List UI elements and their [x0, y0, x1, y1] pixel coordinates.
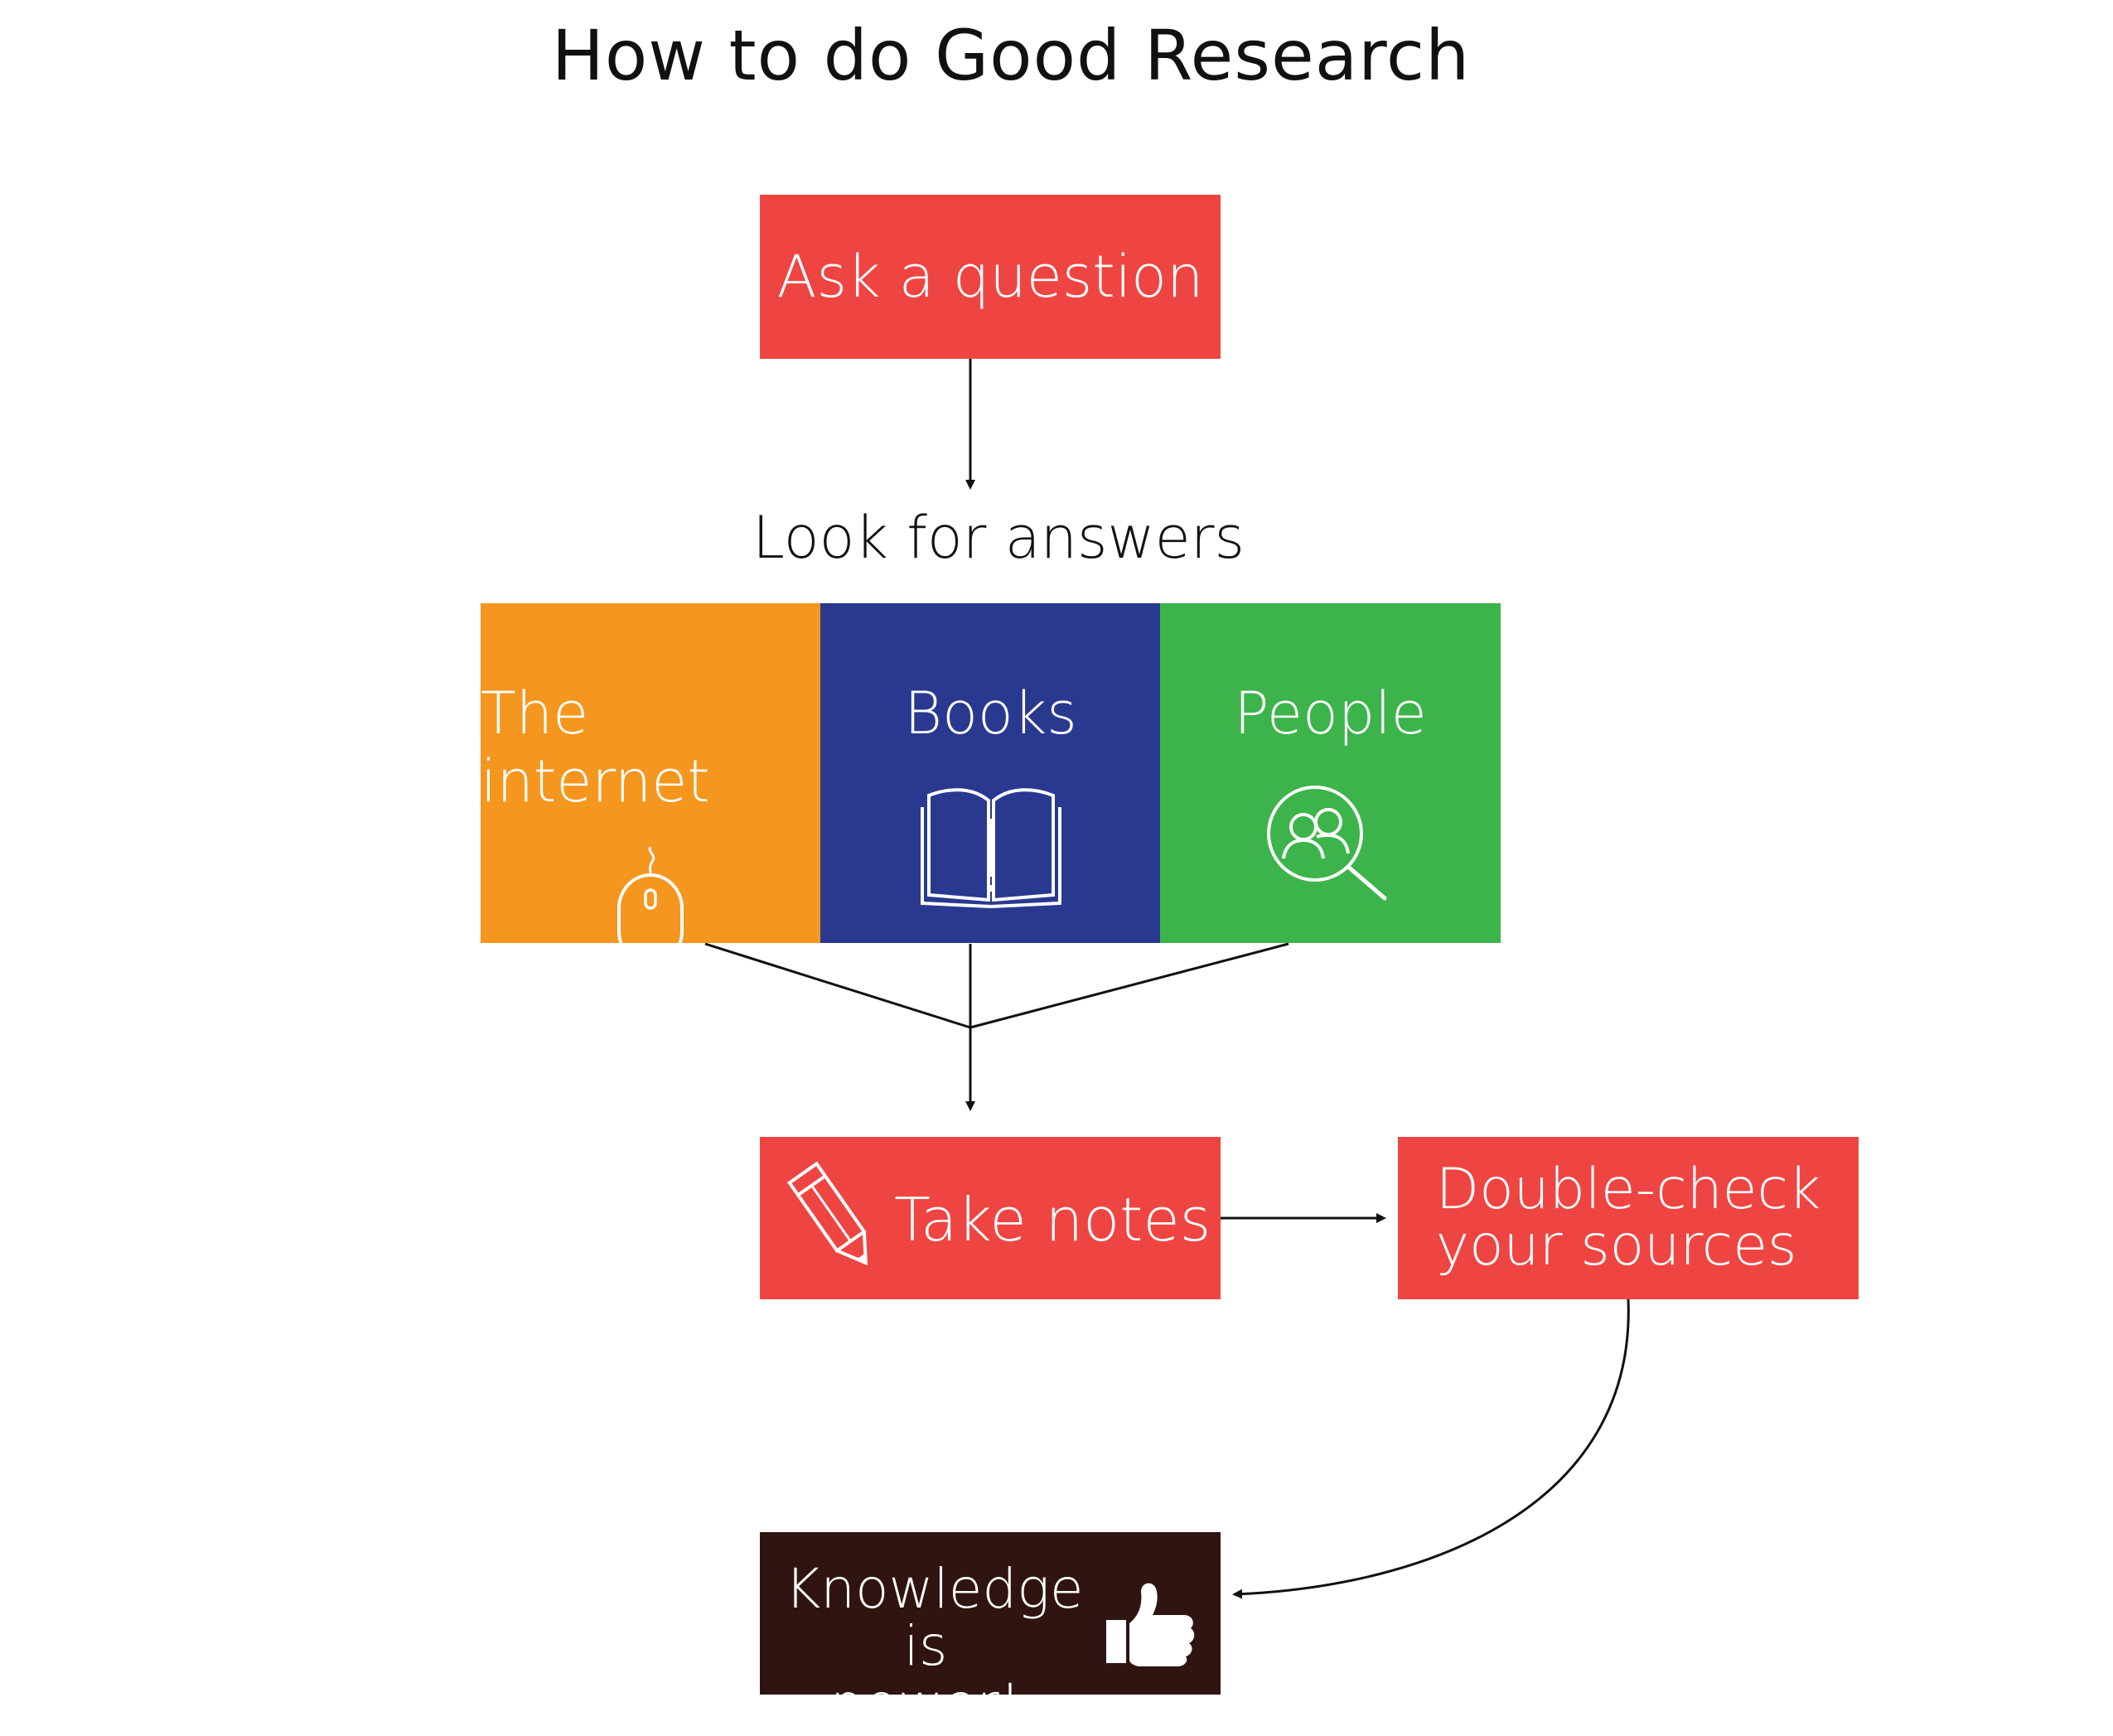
knowledge-line1: Knowledge is — [785, 1557, 1084, 1679]
step-knowledge-is-power: Knowledge is power! — [760, 1532, 1221, 1733]
source-people-label: People — [1234, 679, 1427, 747]
line-internet-merge — [704, 942, 971, 1029]
step-take-notes-label: Take notes — [894, 1185, 1211, 1255]
open-book-icon — [920, 779, 1061, 915]
step-ask-question: Ask a question — [760, 195, 1221, 359]
step-double-check-line2: your sources — [1435, 1213, 1797, 1279]
people-search-icon — [1260, 779, 1401, 907]
source-people: People — [1160, 603, 1501, 943]
source-books-label: Books — [904, 679, 1077, 747]
pencil-icon — [785, 1160, 884, 1290]
source-internet-label: The internet — [481, 679, 710, 815]
knowledge-line2: power! — [829, 1671, 1022, 1736]
source-internet: The internet — [481, 603, 821, 966]
source-books: Books — [820, 603, 1161, 943]
line-people-merge — [969, 942, 1289, 1029]
diagram-title: How to do Good Research — [551, 15, 1471, 96]
thumbs-up-icon — [1098, 1577, 1197, 1681]
step-look-for-answers: Look for answers — [752, 504, 1245, 572]
arrow-double-to-knowledge — [1232, 1298, 1630, 1599]
step-take-notes: Take notes — [760, 1137, 1221, 1299]
step-double-check-line1: Double-check — [1435, 1157, 1821, 1222]
step-double-check: Double-check your sources — [1398, 1137, 1859, 1299]
step-ask-label: Ask a question — [776, 243, 1204, 311]
mouse-icon — [614, 846, 689, 974]
